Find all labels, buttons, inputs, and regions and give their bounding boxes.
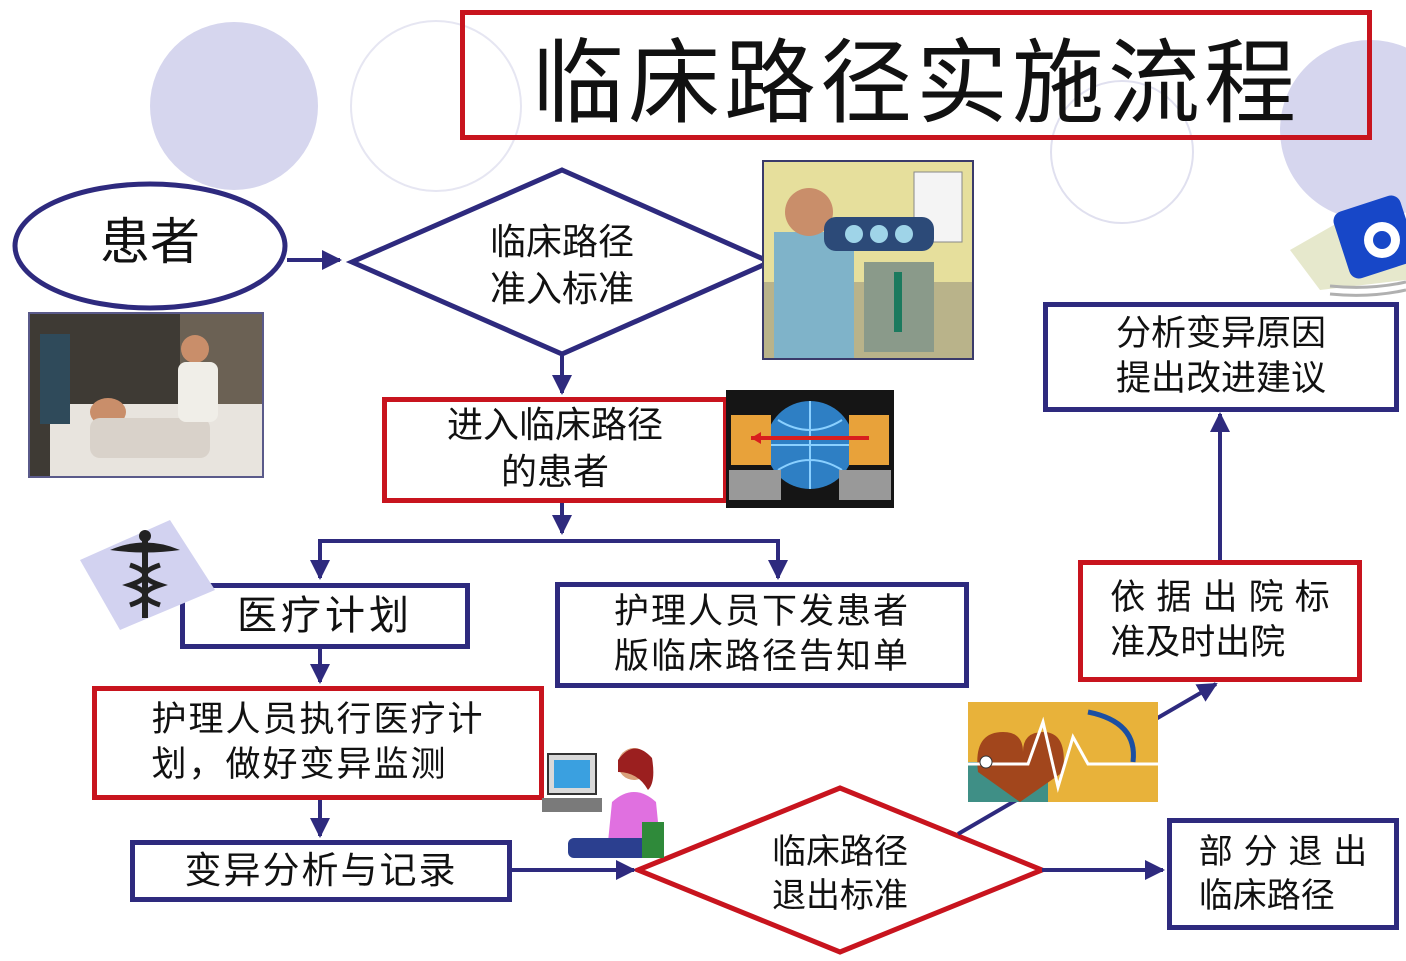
patient-ellipse: [12, 181, 288, 311]
discharge-label: 依 据 出 院 标 准及时出院: [1110, 577, 1330, 664]
woman-computer-clipart-icon: [538, 742, 670, 862]
entry-criteria-label: 临床路径 准入标准: [489, 222, 634, 310]
patient-bed-photo-icon: [28, 312, 264, 478]
camera-clipart-icon: [1290, 190, 1406, 310]
variance-record-box: 变异分析与记录: [130, 840, 512, 902]
analyze-label: 分析变异原因 提出改进建议: [1115, 313, 1326, 400]
globe-computers-clipart-icon: [726, 390, 894, 508]
analyze-box: 分析变异原因 提出改进建议: [1043, 302, 1399, 412]
discharge-box: 依 据 出 院 标 准及时出院: [1078, 560, 1362, 682]
partial-exit-label: 部 分 退 出 临床路径: [1198, 831, 1368, 916]
eye-exam-clipart-icon: [762, 160, 974, 360]
medical-plan-box: 医疗计划: [180, 583, 470, 649]
entry-criteria-diamond: [345, 167, 777, 357]
exit-criteria-diamond: [631, 785, 1049, 955]
nurse-notice-box: 护理人员下发患者 版临床路径告知单: [555, 582, 969, 688]
page-title: 临床路径实施流程: [460, 10, 1372, 140]
background-circle: [1050, 80, 1194, 224]
heart-ecg-clipart-icon: [968, 702, 1158, 802]
entered-patients-label: 进入临床路径 的患者: [446, 405, 663, 493]
caduceus-clipart-icon: [70, 520, 220, 630]
nurse-notice-label: 护理人员下发患者 版临床路径告知单: [613, 591, 910, 678]
variance-record-label: 变异分析与记录: [184, 848, 458, 892]
nurse-execute-box: 护理人员执行医疗计 划，做好变异监测: [92, 686, 544, 800]
partial-exit-box: 部 分 退 出 临床路径: [1167, 818, 1399, 930]
nurse-execute-label: 护理人员执行医疗计 划，做好变异监测: [151, 699, 485, 786]
exit-criteria-label: 临床路径 退出标准: [772, 832, 908, 917]
entered-patients-box: 进入临床路径 的患者: [382, 397, 728, 503]
patient-label: 患者: [100, 213, 200, 271]
background-circle: [150, 22, 318, 190]
background-circle: [350, 20, 522, 192]
split-line: [318, 539, 780, 578]
medical-plan-label: 医疗计划: [237, 593, 413, 639]
